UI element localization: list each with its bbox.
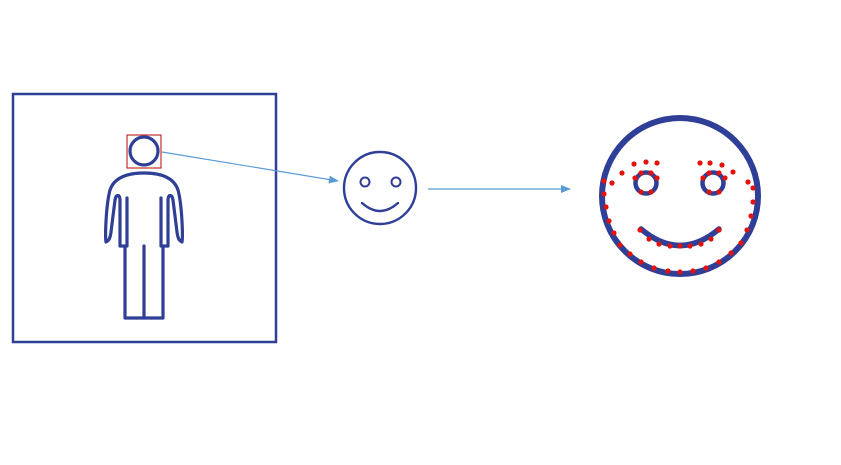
cropped-face-mouth [360, 201, 400, 213]
person-head [128, 135, 160, 167]
landmark-dot [609, 180, 615, 186]
landmark-dot [716, 227, 722, 233]
landmark-dot [750, 185, 756, 191]
landmark-dot [637, 227, 643, 233]
cropped-face-outline [342, 150, 418, 226]
landmark-dot [648, 189, 654, 195]
landmark-dot [738, 240, 744, 246]
landmark-dot [698, 241, 704, 247]
landmark-dot [745, 179, 751, 185]
landmark-face [599, 115, 761, 277]
landmark-dot [646, 236, 652, 242]
landmark-dot [708, 236, 714, 242]
landmark-dot [687, 243, 693, 249]
cropped-face-right-eye [390, 176, 402, 188]
landmark-dot [638, 170, 644, 176]
landmark-dot [716, 189, 722, 195]
landmark-dot [697, 160, 703, 166]
landmark-dot [728, 250, 734, 256]
landmark-dot [631, 161, 637, 167]
large-face-left-eye [633, 170, 659, 196]
face-detection-box [126, 134, 162, 169]
landmark-dot [706, 189, 712, 195]
landmark-dot [667, 243, 673, 249]
landmark-dot [627, 251, 633, 257]
landmark-dot [654, 160, 660, 166]
landmark-dot [643, 159, 649, 165]
landmark-dot [606, 218, 612, 224]
landmark-dot [750, 199, 756, 205]
landmark-dot [719, 162, 725, 168]
large-face-right-eye [700, 170, 726, 196]
landmark-dot [748, 213, 754, 219]
large-face-mouth [638, 226, 722, 249]
cropped-face-left-eye [359, 176, 371, 188]
landmark-dot [703, 265, 709, 271]
person-body-outline [104, 171, 184, 320]
landmark-dot [654, 175, 660, 181]
landmark-dot [722, 175, 728, 181]
landmark-dot [744, 227, 750, 233]
landmark-dot [603, 204, 609, 210]
cropped-face-icon [342, 150, 418, 226]
landmark-dot [716, 170, 722, 176]
landmark-dot [619, 170, 625, 176]
landmark-dot [700, 175, 706, 181]
input-image-frame [11, 92, 278, 344]
landmark-dot [651, 265, 657, 271]
landmark-dot [611, 230, 617, 236]
person-icon [104, 135, 184, 320]
landmark-dot [707, 160, 713, 166]
landmark-dot [601, 178, 607, 184]
facial-landmark-dots [601, 159, 756, 275]
landmark-dot [730, 169, 736, 175]
landmark-dot [716, 259, 722, 265]
landmark-dot [638, 189, 644, 195]
landmark-dot [617, 242, 623, 248]
large-smiley-face-icon [599, 115, 761, 277]
landmark-dot [648, 170, 654, 176]
landmark-dot [632, 175, 638, 181]
landmark-dot [656, 241, 662, 247]
landmark-dot [677, 269, 683, 275]
landmark-dot [706, 170, 712, 176]
landmark-dot [665, 268, 671, 274]
landmark-dot [677, 243, 683, 249]
landmark-dot [690, 268, 696, 274]
landmark-dot [638, 259, 644, 265]
image-frame-border [11, 92, 278, 344]
large-face-outline [599, 115, 761, 277]
landmark-dot [601, 191, 607, 197]
crop-arrow [161, 151, 339, 184]
